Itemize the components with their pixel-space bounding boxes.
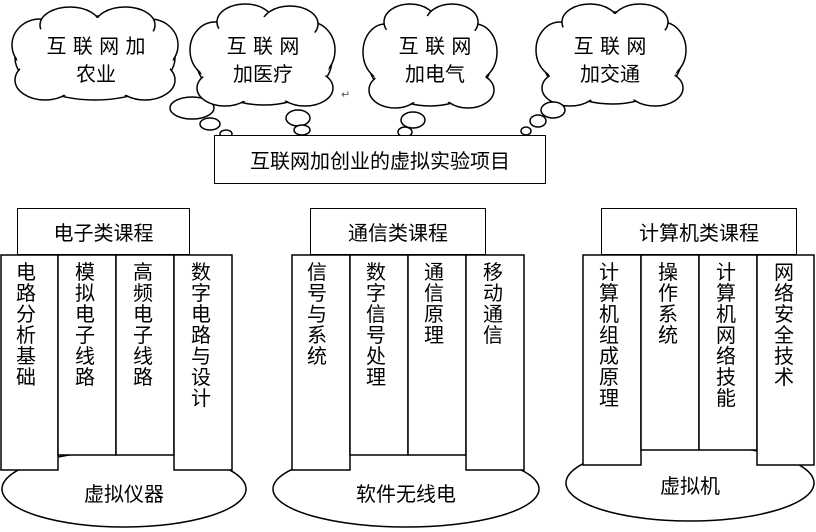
course-analog-electronics: 模拟电子线路 (75, 260, 95, 389)
course-rf-electronics: 高频电子线路 (133, 260, 153, 389)
course-network-security: 网络安全技术 (774, 260, 794, 389)
platform-label-virtual-instrument: 虚拟仪器 (84, 482, 164, 506)
cloud-label-medical: 互 联 网加医疗 (226, 34, 300, 86)
main-title: 互联网加创业的虚拟实验项目 (250, 149, 510, 173)
platform-label-software-radio: 软件无线电 (356, 482, 456, 506)
course-signals-systems: 信号与系统 (307, 260, 327, 368)
course-dsp: 数字信号处理 (366, 260, 386, 389)
course-columns-communication (291, 254, 525, 471)
main-title-box: 互联网加创业的虚拟实验项目 (214, 135, 546, 184)
cloud-label-transport: 互 联 网加交通 (573, 34, 647, 86)
course-communication-principles: 通信原理 (424, 260, 444, 347)
cloud-agriculture (11, 6, 233, 139)
course-digital-circuits: 数字电路与设计 (191, 260, 211, 410)
cloud-label-electric: 互 联 网加电气 (398, 34, 472, 86)
course-computer-networks: 计算机网络技能 (716, 260, 736, 410)
paragraph-mark: ↵ (341, 88, 351, 101)
course-columns-electronics (0, 254, 233, 471)
cloud-medical (189, 3, 336, 136)
group-title-computer: 计算机类课程 (601, 208, 797, 255)
course-operating-systems: 操作系统 (658, 260, 678, 347)
cloud-transport (520, 3, 687, 136)
cloud-electric (362, 3, 498, 138)
group-title-communication: 通信类课程 (310, 208, 486, 255)
course-circuit-analysis: 电路分析基础 (16, 260, 36, 389)
course-columns-computer (582, 254, 815, 466)
course-mobile-communication: 移动通信 (483, 260, 503, 347)
platform-label-virtual-machine: 虚拟机 (660, 474, 720, 498)
group-title-electronics: 电子类课程 (17, 208, 190, 255)
cloud-label-agriculture: 互 联 网 加农业 (46, 34, 146, 86)
course-computer-organization: 计算机组成原理 (599, 260, 619, 410)
